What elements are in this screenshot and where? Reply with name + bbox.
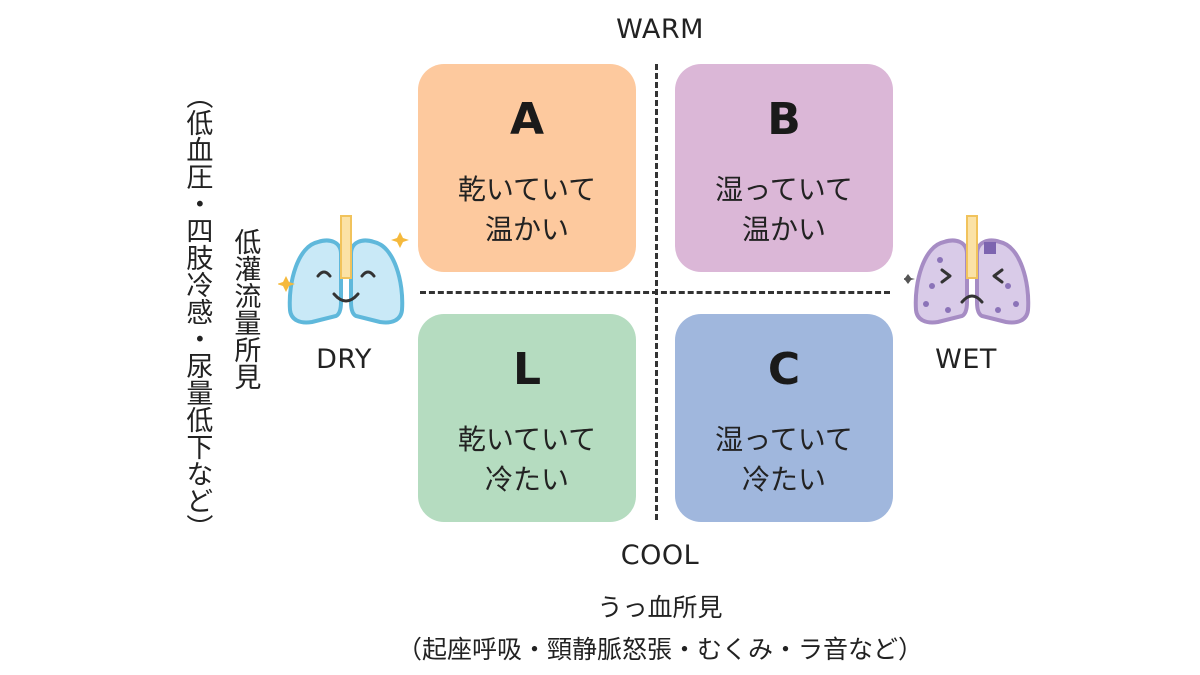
- quadrant-a: A 乾いていて 温かい: [418, 64, 636, 272]
- quadrant-b-letter: B: [767, 94, 801, 145]
- axis-label-wet: WET: [935, 344, 997, 375]
- quadrant-c: C 湿っていて 冷たい: [675, 314, 893, 522]
- axis-label-dry: DRY: [316, 344, 372, 375]
- quadrant-c-line2: 冷たい: [741, 463, 826, 496]
- sick-lungs-icon: [904, 215, 1031, 325]
- quadrant-l-letter: L: [512, 344, 542, 395]
- quadrant-a-line1: 乾いていて: [457, 173, 597, 206]
- quadrant-c-letter: C: [767, 344, 801, 395]
- axis-label-warm: WARM: [616, 14, 704, 45]
- hypoperfusion-caption: 低灌流量所見: [229, 228, 261, 390]
- horizontal-dashed-divider: [420, 291, 890, 294]
- quadrant-a-line2: 温かい: [484, 213, 569, 246]
- quadrant-c-line1: 湿っていて: [715, 423, 853, 456]
- happy-lungs-icon: [278, 215, 409, 325]
- congestion-detail-text: （起座呼吸・頸静脈怒張・むくみ・ラ音など）: [396, 635, 923, 664]
- quadrant-l-line1: 乾いていて: [457, 423, 597, 456]
- quadrant-b-line2: 温かい: [741, 213, 826, 246]
- quadrant-b-line1: 湿っていて: [715, 173, 853, 206]
- hypoperfusion-detail-text: （低血圧・四肢冷感・尿量低下など）: [181, 82, 213, 541]
- quadrant-l: L 乾いていて 冷たい: [418, 314, 636, 522]
- congestion-caption: うっ血所見: [597, 593, 723, 622]
- quadrant-l-line2: 冷たい: [484, 463, 569, 496]
- quadrant-b: B 湿っていて 温かい: [675, 64, 893, 272]
- axis-label-cool: COOL: [620, 540, 700, 571]
- quadrant-a-letter: A: [509, 94, 545, 145]
